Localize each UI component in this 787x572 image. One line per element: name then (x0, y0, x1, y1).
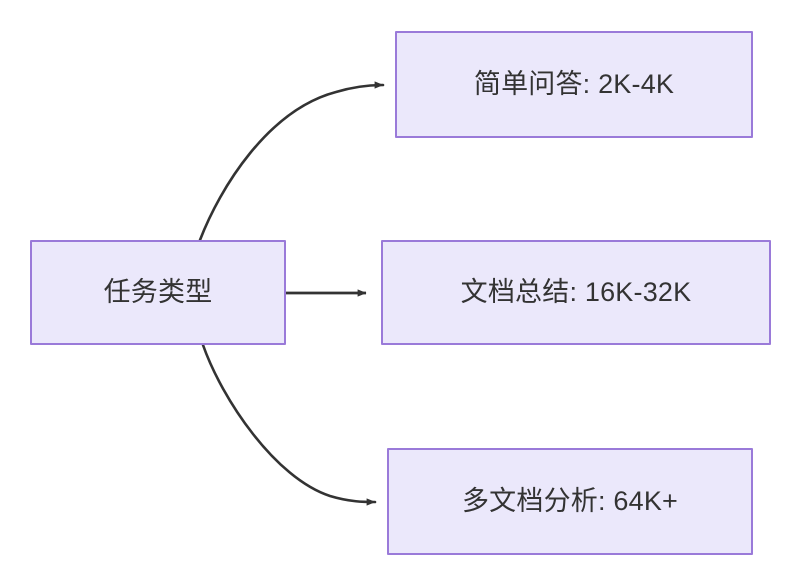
node-task-type-label: 任务类型 (103, 276, 213, 307)
node-task-type[interactable]: 任务类型 (30, 240, 286, 345)
edge-root-simple-qa (198, 81, 385, 242)
node-multi-document-analysis[interactable]: 多文档分析: 64K+ (387, 448, 753, 555)
node-simple-qa-label: 简单问答: 2K-4K (473, 68, 675, 99)
node-document-summary-label: 文档总结: 16K-32K (460, 276, 692, 307)
node-simple-qa[interactable]: 简单问答: 2K-4K (395, 31, 753, 138)
edge-root-multi-doc (201, 343, 377, 506)
node-document-summary[interactable]: 文档总结: 16K-32K (381, 240, 771, 345)
node-multi-document-analysis-label: 多文档分析: 64K+ (461, 485, 678, 516)
